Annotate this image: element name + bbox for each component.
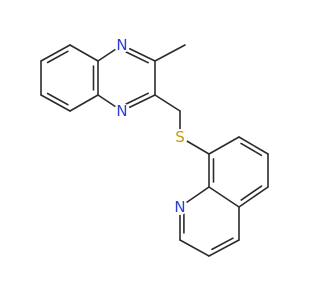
bond-c3q-c4-inner <box>211 237 234 251</box>
bond-a2-a3-inner <box>46 92 69 106</box>
bond-a3-a4 <box>69 94 99 112</box>
svg-text:N: N <box>174 198 185 216</box>
bond-n1-c2-inner <box>124 50 149 64</box>
atom-n2: N <box>114 102 130 120</box>
svg-text:S: S <box>175 128 185 146</box>
bond-c4a-c5 <box>238 186 269 208</box>
bond-c3q-c4 <box>208 239 240 257</box>
bond-c6-c7 <box>238 136 269 155</box>
bond-c2q-c3q <box>179 239 210 257</box>
svg-text:N: N <box>116 36 127 54</box>
bond-c3-ch2 <box>154 94 181 112</box>
bond-c2-me <box>154 44 186 62</box>
bond-c7-c8 <box>208 136 240 155</box>
bond-c4a-c5-inner <box>240 185 263 201</box>
svg-text:N: N <box>116 102 127 120</box>
bond-a6-a1-inner <box>46 50 69 64</box>
atom-label-layer: N N S N <box>114 36 188 216</box>
bond-layer <box>40 44 269 257</box>
bond-a5-a6 <box>69 44 99 62</box>
atom-s1: S <box>172 128 188 146</box>
bond-a2-a3 <box>40 94 71 112</box>
atom-n3: N <box>172 198 188 216</box>
molecule-structure: N N S N <box>40 36 269 257</box>
bond-c3-n2-inner <box>124 92 149 106</box>
atom-n1: N <box>114 36 130 54</box>
bond-c4a-c8a <box>208 186 240 208</box>
bond-c6-c7-inner <box>240 142 263 157</box>
bond-a6-a1 <box>40 44 71 62</box>
